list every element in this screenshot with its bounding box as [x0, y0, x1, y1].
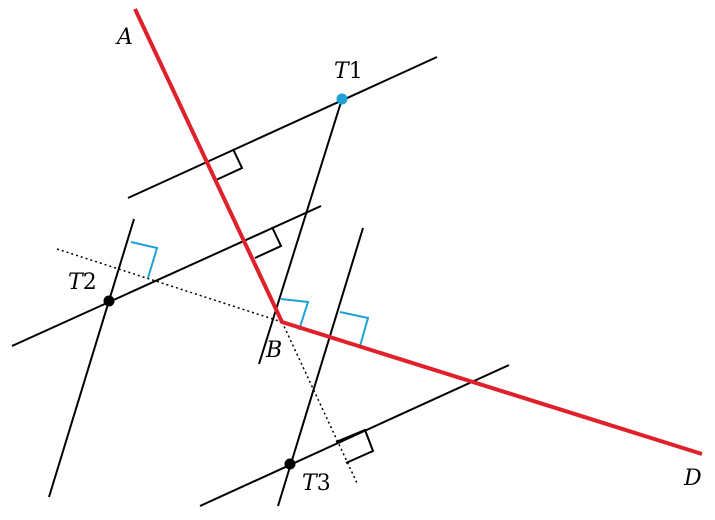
point-t2 [103, 295, 115, 307]
line-t1-lower [258, 98, 343, 365]
right-angle-marker-lower [335, 428, 375, 464]
label-t1: T1 [334, 59, 363, 84]
label-t1-letter: T [334, 59, 351, 84]
line-t2-vertical [48, 218, 135, 498]
label-a: A [115, 25, 133, 50]
label-t2: T2 [68, 270, 97, 295]
label-t3: T3 [302, 471, 331, 496]
right-angle-marker-upper [215, 148, 244, 181]
line-t3-horizontal [199, 364, 510, 507]
right-angle-marker-middle [254, 226, 283, 259]
point-t3 [284, 458, 296, 470]
label-t1-number: 1 [349, 59, 363, 84]
point-t1 [336, 93, 348, 105]
right-angle-marker-blue-t2 [130, 241, 159, 279]
label-t2-letter: T [68, 270, 85, 295]
label-b: B [265, 338, 282, 363]
label-t2-number: 2 [83, 270, 97, 295]
path-abd [133, 8, 703, 456]
label-t3-number: 3 [317, 471, 331, 496]
label-d: D [683, 466, 702, 491]
label-t3-letter: T [302, 471, 319, 496]
right-angle-marker-blue-b-right [339, 311, 370, 347]
line-t2-horizontal [11, 205, 322, 347]
right-angle-marker-blue-b-left [280, 298, 310, 331]
line-t1-upper [127, 56, 438, 199]
